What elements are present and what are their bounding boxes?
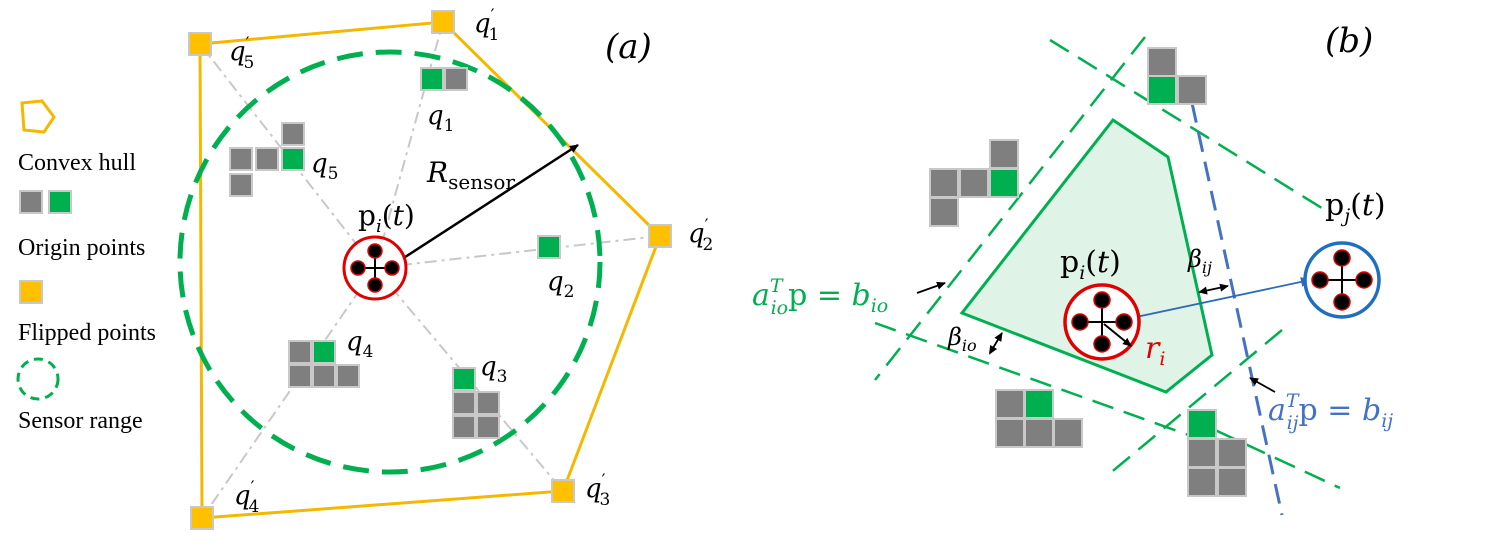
- robot-connection-line: [1107, 276, 1311, 324]
- label-q5: q5: [311, 149, 338, 184]
- sensor-radius-label: Rsensor: [426, 156, 515, 194]
- flipped-point-q3: [551, 479, 575, 503]
- legend-convex-hull: Convex hull: [18, 150, 136, 176]
- label-q2: q2: [547, 267, 574, 302]
- robot-j-icon: [1303, 241, 1381, 319]
- flipped-points-legend-icon: [19, 280, 43, 304]
- obstacle-b-bottom-right: [1187, 409, 1247, 497]
- beta-ij-arrow: [1198, 283, 1229, 295]
- convex-hull: [198, 20, 662, 520]
- legend: Convex hull Origin points Flipped points…: [16, 99, 156, 434]
- sensor-range-legend-icon: [16, 357, 60, 401]
- obstacle-planes: [874, 36, 1341, 490]
- obstacle-b-top: [1147, 47, 1207, 105]
- robot-constraint-pointer: [1249, 377, 1276, 393]
- sensor-range-circle: [177, 49, 603, 475]
- panel-b-label: (b): [1325, 21, 1373, 61]
- legend-sensor-range: Sensor range: [18, 408, 143, 434]
- label-q1: q1: [427, 101, 454, 136]
- safe-region-cell: [959, 117, 1214, 394]
- panel-a-label: (a): [605, 27, 652, 67]
- robot-i-label-b: pi(t): [1060, 245, 1121, 284]
- flipped-point-q4: [190, 506, 214, 530]
- origin-points-legend-icon: [19, 190, 72, 214]
- robot-i-icon: [342, 235, 408, 301]
- obstacle-q2: [537, 235, 561, 259]
- convex-hull-legend-icon: [20, 99, 56, 134]
- panel-a: (a) pi(t) Rsensor q1 q2 q3 q4 q5 q′1 q′2…: [177, 6, 713, 530]
- beta-io-label: βio: [947, 323, 977, 355]
- label-q1-flipped: q′1: [474, 6, 499, 45]
- robot-i-label-a: pi(t): [358, 199, 415, 237]
- label-q4-flipped: q′4: [234, 478, 259, 517]
- flipped-point-q5: [188, 32, 212, 56]
- beta-io-arrow: [988, 332, 1003, 355]
- legend-origin-points: Origin points: [18, 235, 145, 261]
- legend-flipped-points: Flipped points: [18, 320, 156, 346]
- label-q3-flipped: q′3: [585, 471, 610, 510]
- flipped-point-q1: [431, 10, 455, 34]
- robot-i-icon-b: [1063, 283, 1141, 361]
- flip-rays: [199, 21, 661, 519]
- label-q3: q3: [480, 352, 507, 387]
- obstacle-q5: [229, 122, 305, 197]
- robot-j-label: pj(t): [1325, 188, 1386, 227]
- obstacle-b-bottom: [995, 389, 1083, 448]
- sensor-radius-arrow: [381, 143, 579, 274]
- beta-ij-label: βij: [1187, 245, 1212, 277]
- obstacle-constraint-pointer: [916, 281, 946, 294]
- flipped-point-q2: [648, 224, 672, 248]
- obstacle-q1: [420, 67, 468, 91]
- obstacle-b-left: [929, 139, 1019, 227]
- label-q4: q4: [346, 327, 373, 362]
- robot-plane: [1190, 102, 1284, 516]
- label-q2-flipped: q′2: [688, 216, 713, 255]
